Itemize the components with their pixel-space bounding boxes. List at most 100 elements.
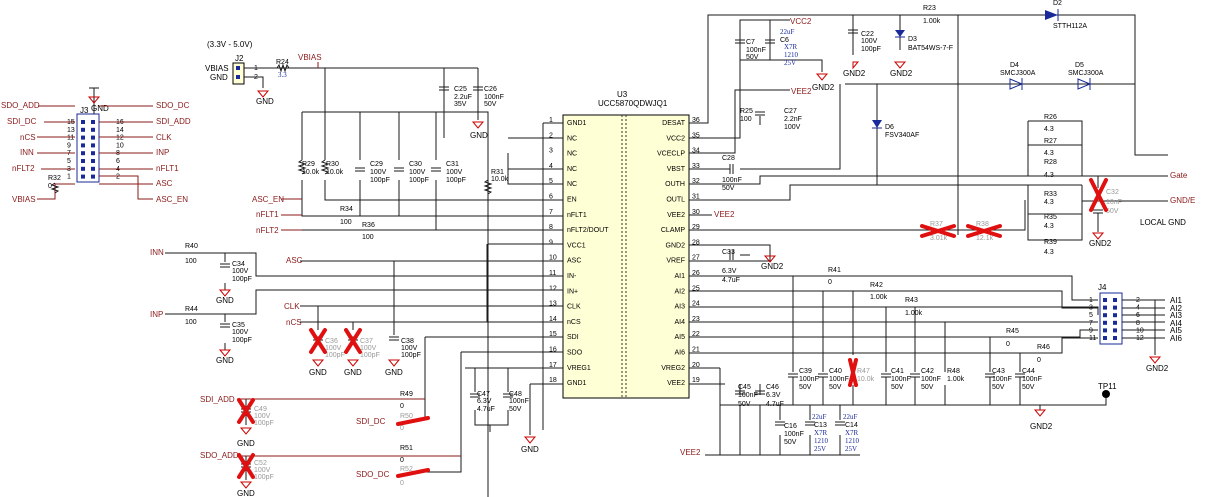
ic-pin-name: GND2	[666, 242, 686, 249]
j3-pin-dot	[81, 135, 85, 140]
ic-pin-num: 31	[692, 194, 700, 201]
c36-value: 100V	[325, 345, 342, 352]
c34-value: 100V	[232, 268, 249, 275]
gnd-ic: GND	[521, 445, 539, 454]
r32-value: 0	[48, 183, 52, 190]
ic-pin-name: CLAMP	[661, 227, 685, 234]
ic-pin-num: 6	[549, 194, 553, 201]
d2-ref: D2	[1053, 0, 1062, 7]
c33-rating: 4.7uF	[722, 277, 740, 284]
r49-value: 0	[400, 403, 404, 410]
c6-v: 25V	[784, 59, 796, 67]
c13-ref: C13	[814, 422, 827, 429]
ic-pin-num: 33	[692, 163, 700, 170]
r37-ref: R37	[930, 221, 943, 228]
c28-rating: 50V	[722, 185, 735, 192]
ic-pin-name: IN+	[567, 288, 578, 295]
dnp-mark-c49b	[237, 398, 255, 424]
gnd-c52: GND	[237, 489, 255, 497]
ic-pin-num: 14	[549, 316, 557, 323]
c26-ref: C26	[484, 86, 497, 93]
j3-pin-num: 10	[116, 142, 124, 149]
c29-ref: C29	[370, 161, 383, 168]
c13-x: X7R	[814, 429, 828, 437]
j4-out-ai4: AI4	[1170, 319, 1183, 328]
j4-pin-dot	[1113, 305, 1117, 310]
c32-ref: C32	[1106, 189, 1119, 196]
j3-pin-dot	[81, 151, 85, 156]
ai-section: GND2 TP11 VEE2 R41 0 R42 1.00k R43 1.00k…	[680, 267, 1117, 457]
net-inn: INN	[150, 248, 164, 257]
r49-ref: R49	[400, 391, 413, 398]
net-sdi-dc-j3: SDI_DC	[7, 117, 37, 126]
c7-value: 100nF	[746, 47, 766, 54]
r29-value: 10.0k	[302, 169, 320, 176]
ic-pin-name: NC	[567, 166, 577, 173]
gate-network: VEE2 Gate GND/E LOCAL GND GND2 C32 10nF …	[689, 114, 1195, 256]
r34-value: 100	[340, 219, 352, 226]
ic-pin-name: nFLT1	[567, 212, 587, 219]
j3-pin-dot	[91, 151, 95, 156]
net-ncs: nCS	[286, 318, 302, 327]
net-vee2-bottom: VEE2	[680, 448, 701, 457]
r23-value: 1.00k	[923, 18, 941, 25]
r25-ref: R25	[740, 108, 753, 115]
net-nflt2: nFLT2	[256, 226, 279, 235]
ic-pin-num: 19	[692, 377, 700, 384]
ic-pin-name: VEE2	[667, 212, 685, 219]
net-vbias-j2: VBIAS	[298, 53, 322, 62]
gnd-c38: GND	[385, 368, 403, 377]
c14-v: 25V	[845, 445, 857, 453]
dnp-mark-c32b	[1089, 178, 1108, 212]
j4-pin-dot	[1113, 320, 1117, 325]
c40-value: 100nF	[829, 376, 849, 383]
ic-pin-num: 36	[692, 117, 700, 124]
net-vcc2: VCC2	[790, 17, 812, 26]
r43-ref: R43	[905, 297, 918, 304]
c26-rating: 50V	[484, 101, 497, 108]
c32-value: 10nF	[1106, 199, 1122, 206]
j4-pin-num: 11	[1089, 335, 1096, 342]
c43-rating: 50V	[992, 384, 1005, 391]
c6-value: 22uF	[780, 28, 795, 36]
j4-pin-num: 6	[1136, 312, 1140, 319]
dnp-mark-c37b	[344, 328, 362, 354]
ic-pin-num: 11	[549, 270, 556, 277]
c45-rating: 50V	[738, 401, 751, 408]
r34-ref: R34	[340, 206, 353, 213]
c35-value: 100V	[232, 329, 249, 336]
c49-ref: C49	[254, 406, 267, 413]
c39-ref: C39	[799, 368, 812, 375]
ic-pin-num: 32	[692, 178, 700, 185]
j3-pin-dot	[91, 135, 95, 140]
c32-rating: 50V	[1106, 208, 1119, 215]
c52-value: 100V	[254, 467, 271, 474]
j2-range: (3.3V - 5.0V)	[207, 40, 253, 49]
ic-pin-num: 22	[692, 331, 700, 338]
c25-value: 2.2uF	[454, 94, 472, 101]
ic-pin-name: NC	[567, 181, 577, 188]
c42-value: 100nF	[921, 376, 941, 383]
j3-pin-num: 14	[116, 127, 124, 134]
r41-value: 0	[828, 279, 832, 286]
dnp-mark-r37b	[920, 224, 956, 238]
r29-ref: R29	[302, 161, 315, 168]
d3-ref: D3	[908, 36, 917, 43]
c41-value: 100nF	[891, 376, 911, 383]
c43-ref: C43	[992, 368, 1005, 375]
j3-pin-num: 5	[67, 158, 71, 165]
ic-pin-num: 34	[692, 148, 700, 155]
ic-pin-num: 12	[549, 285, 557, 292]
r32-ref: R32	[48, 175, 61, 182]
ic-pin-num: 16	[549, 347, 557, 354]
ic-pin-name: AI2	[674, 288, 685, 295]
net-vee2-top: VEE2	[791, 87, 812, 96]
d6-part: FSV340AF	[885, 132, 919, 139]
c7-rating: 50V	[746, 54, 759, 61]
c48-ref: C48	[509, 391, 522, 398]
j3-pin-num: 9	[67, 142, 71, 149]
net-clk-j3: CLK	[156, 133, 172, 142]
ic-pin-name: NC	[567, 135, 577, 142]
